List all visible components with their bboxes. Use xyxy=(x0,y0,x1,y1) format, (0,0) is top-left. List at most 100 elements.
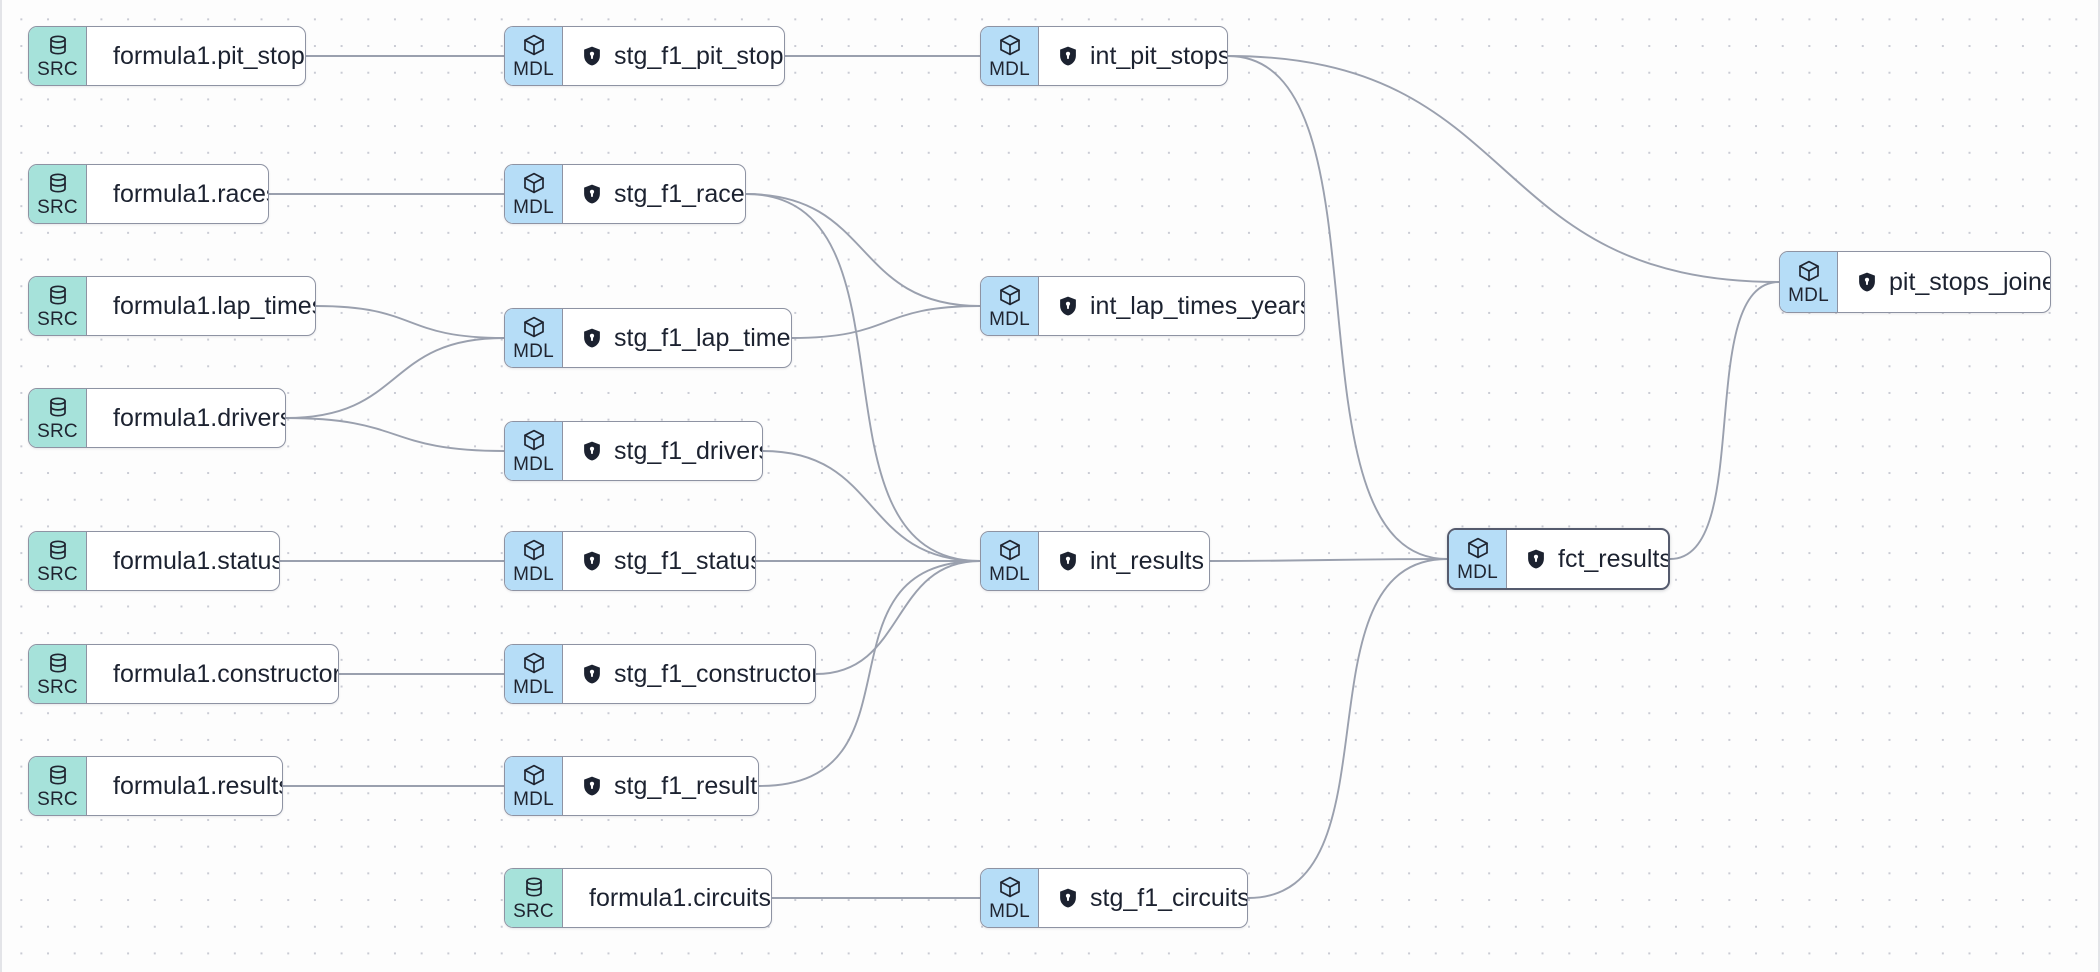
badge-code: MDL xyxy=(513,564,554,585)
badge-code: MDL xyxy=(989,309,1030,330)
node-label: stg_f1_status xyxy=(614,546,756,575)
badge-code: MDL xyxy=(989,59,1030,80)
badge-code: MDL xyxy=(1457,562,1498,583)
node-label: stg_f1_races xyxy=(614,179,746,208)
badge-code: SRC xyxy=(37,197,78,218)
node-label: formula1.constructors xyxy=(113,659,339,688)
graph-edge-src_lap_times-to-stg_lap_times xyxy=(315,305,505,339)
graph-node-src_constructors[interactable]: SRC formula1.constructors xyxy=(28,644,339,704)
model-badge: MDL xyxy=(505,165,563,223)
node-body: int_lap_times_years xyxy=(1039,277,1305,335)
graph-node-src_status[interactable]: SRC formula1.status xyxy=(28,531,280,591)
database-icon xyxy=(46,395,70,419)
badge-code: SRC xyxy=(37,789,78,810)
node-label: stg_f1_results xyxy=(614,771,759,800)
graph-edge-src_drivers-to-stg_drivers xyxy=(285,417,505,452)
badge-code: MDL xyxy=(1788,285,1829,306)
node-label: int_pit_stops xyxy=(1090,41,1228,70)
badge-code: MDL xyxy=(989,901,1030,922)
graph-node-src_drivers[interactable]: SRC formula1.drivers xyxy=(28,388,286,448)
graph-node-int_results[interactable]: MDL int_results xyxy=(980,531,1210,591)
node-label: int_lap_times_years xyxy=(1090,291,1305,320)
node-body: int_results xyxy=(1039,532,1209,590)
graph-node-fct_results[interactable]: MDL fct_results xyxy=(1447,528,1670,590)
shield-lock-icon xyxy=(1057,550,1079,572)
cube-icon xyxy=(522,651,546,675)
graph-node-stg_results[interactable]: MDL stg_f1_results xyxy=(504,756,759,816)
source-badge: SRC xyxy=(29,645,87,703)
graph-node-stg_status[interactable]: MDL stg_f1_status xyxy=(504,531,756,591)
graph-edge-stg_constructors-to-int_results xyxy=(815,560,981,675)
graph-node-stg_circuits[interactable]: MDL stg_f1_circuits xyxy=(980,868,1248,928)
graph-node-int_pit_stops[interactable]: MDL int_pit_stops xyxy=(980,26,1228,86)
node-label: stg_f1_drivers xyxy=(614,436,763,465)
graph-node-src_results[interactable]: SRC formula1.results xyxy=(28,756,283,816)
graph-edge-int_results-to-fct_results xyxy=(1209,558,1448,562)
graph-node-stg_races[interactable]: MDL stg_f1_races xyxy=(504,164,746,224)
graph-edge-stg_races-to-int_lap_times_years xyxy=(745,193,981,307)
node-label: formula1.races xyxy=(113,179,269,208)
model-badge: MDL xyxy=(505,27,563,85)
badge-code: SRC xyxy=(513,901,554,922)
node-label: stg_f1_circuits xyxy=(1090,883,1248,912)
shield-lock-icon xyxy=(1057,45,1079,67)
database-icon xyxy=(46,763,70,787)
shield-lock-icon xyxy=(581,775,603,797)
cube-icon xyxy=(522,428,546,452)
node-body: int_pit_stops xyxy=(1039,27,1228,85)
source-badge: SRC xyxy=(29,757,87,815)
badge-code: MDL xyxy=(513,454,554,475)
badge-code: MDL xyxy=(989,564,1030,585)
node-body: formula1.drivers xyxy=(87,389,286,447)
graph-node-src_circuits[interactable]: SRC formula1.circuits xyxy=(504,868,772,928)
cube-icon xyxy=(522,538,546,562)
shield-lock-icon xyxy=(1525,548,1547,570)
source-badge: SRC xyxy=(29,165,87,223)
graph-node-src_races[interactable]: SRC formula1.races xyxy=(28,164,269,224)
graph-edge-fct_results-to-pit_stops_joined xyxy=(1669,281,1780,560)
model-badge: MDL xyxy=(981,27,1039,85)
node-body: formula1.circuits xyxy=(563,869,771,927)
cube-icon xyxy=(998,538,1022,562)
node-body: stg_f1_pit_stops xyxy=(563,27,784,85)
node-label: formula1.status xyxy=(113,546,280,575)
node-body: formula1.pit_stops xyxy=(87,27,305,85)
graph-node-int_lap_times_years[interactable]: MDL int_lap_times_years xyxy=(980,276,1305,336)
model-badge: MDL xyxy=(505,757,563,815)
graph-node-pit_stops_joined[interactable]: MDL pit_stops_joined xyxy=(1779,251,2051,313)
node-label: stg_f1_lap_times xyxy=(614,323,792,352)
shield-lock-icon xyxy=(581,663,603,685)
database-icon xyxy=(46,651,70,675)
cube-icon xyxy=(1466,536,1490,560)
graph-node-stg_drivers[interactable]: MDL stg_f1_drivers xyxy=(504,421,763,481)
source-badge: SRC xyxy=(29,389,87,447)
shield-lock-icon xyxy=(581,183,603,205)
shield-lock-icon xyxy=(1856,271,1878,293)
source-badge: SRC xyxy=(505,869,563,927)
badge-code: SRC xyxy=(37,564,78,585)
badge-code: SRC xyxy=(37,677,78,698)
node-label: int_results xyxy=(1090,546,1204,575)
node-body: formula1.results xyxy=(87,757,282,815)
cube-icon xyxy=(998,283,1022,307)
graph-edge-int_pit_stops-to-pit_stops_joined xyxy=(1227,55,1780,283)
node-label: pit_stops_joined xyxy=(1889,267,2050,296)
graph-edge-stg_circuits-to-fct_results xyxy=(1247,558,1448,899)
graph-edge-stg_drivers-to-int_results xyxy=(762,450,981,562)
source-badge: SRC xyxy=(29,27,87,85)
model-badge: MDL xyxy=(981,532,1039,590)
node-body: fct_results xyxy=(1507,530,1668,588)
model-badge: MDL xyxy=(1780,252,1838,312)
node-body: pit_stops_joined xyxy=(1838,252,2050,312)
node-label: formula1.drivers xyxy=(113,403,286,432)
node-body: formula1.lap_times xyxy=(87,277,315,335)
cube-icon xyxy=(998,875,1022,899)
graph-edge-stg_lap_times-to-int_lap_times_years xyxy=(791,305,981,339)
